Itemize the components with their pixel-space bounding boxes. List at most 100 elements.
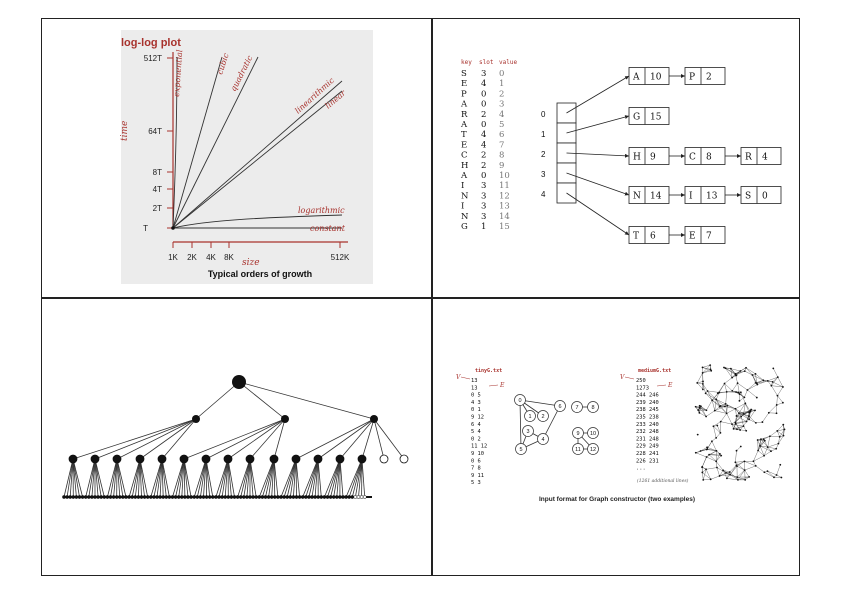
tree-panel	[41, 298, 432, 576]
tree-leaf	[183, 495, 187, 499]
hash-row-value: 5	[499, 120, 504, 130]
tree-leaf	[136, 495, 141, 499]
hash-row-slot: 0	[481, 120, 486, 130]
tree-leaf	[204, 495, 209, 499]
tree-leaf	[83, 495, 88, 499]
hash-row-value: 0	[499, 69, 504, 79]
tree-leaf	[310, 495, 314, 499]
mediumg-line: 228 241	[636, 451, 659, 457]
tree-leaf	[210, 495, 215, 499]
hash-row-value: 7	[499, 140, 504, 150]
tree-leaf	[62, 495, 66, 499]
hash-row-value: 4	[499, 110, 504, 120]
tree-node	[157, 454, 167, 464]
tree-leaf	[322, 495, 327, 499]
chain-node-value: 10	[650, 73, 662, 83]
tinyg-vertex	[554, 400, 566, 412]
mediumg-line: 229 249	[636, 444, 659, 450]
tree-leaf	[226, 495, 231, 499]
chain-node-value: 0	[762, 192, 768, 202]
tree-root	[232, 375, 246, 389]
tree-leaf	[353, 495, 358, 499]
hash-row-key: P	[461, 89, 467, 99]
chain-node-key: R	[745, 153, 752, 163]
hash-row-slot: 4	[481, 130, 486, 140]
plot-title: log-log plot	[121, 37, 181, 49]
hash-row-slot: 3	[481, 191, 486, 201]
tinyg-filename: tinyG.txt	[475, 368, 502, 374]
tree-leaf	[251, 495, 255, 499]
slot-index: 1	[541, 130, 546, 139]
mediumg-line: 1273	[636, 385, 649, 391]
tree-leaf	[241, 495, 246, 499]
hash-row-key: R	[461, 110, 468, 120]
tree-leaf	[254, 495, 259, 499]
tree-leaf	[341, 495, 345, 499]
tinyg-line: 0 5	[471, 393, 481, 399]
y-tick-512T: 512T	[144, 54, 162, 63]
tree-node	[135, 454, 145, 464]
label-exponential: exponential	[172, 49, 184, 97]
tree-leaf	[294, 495, 299, 499]
slot-index: 4	[541, 190, 546, 199]
tree-leaf	[164, 495, 169, 499]
loglog-chart: log-log plot time size 512T 64T 8T 4T 2T…	[120, 30, 373, 284]
loglog-panel: log-log plot time size 512T 64T 8T 4T 2T…	[41, 18, 432, 298]
tree-leaf	[248, 495, 252, 499]
tinyg-vertex-label: 0	[518, 398, 521, 404]
mediumg-v-label: V	[620, 374, 625, 381]
tree-leaf	[223, 495, 228, 499]
mediumg-line: 235 238	[636, 415, 659, 421]
hash-row-key: E	[461, 79, 467, 89]
tree-leaf	[356, 495, 361, 499]
curve-linear	[172, 90, 343, 229]
tree-leaf	[77, 495, 82, 499]
tree-leaf	[127, 495, 131, 499]
tree-node	[313, 454, 323, 464]
tree-leaf	[288, 495, 293, 499]
tree-leaf	[102, 495, 107, 499]
slot-pointer	[566, 192, 630, 236]
tree-leaf	[344, 495, 348, 499]
hash-row-value: 9	[499, 161, 504, 171]
tree-leaf	[220, 495, 224, 499]
tree-leaf	[152, 495, 156, 499]
tinyg-line: 0 6	[471, 458, 481, 464]
plot-caption: Typical orders of growth	[208, 269, 312, 279]
hash-row-slot: 3	[481, 212, 486, 222]
tree-leaf	[229, 495, 234, 499]
chain-node	[740, 147, 782, 165]
y-tick-64T: 64T	[148, 127, 162, 136]
tinyg-line: 5 4	[471, 429, 481, 435]
hash-row-slot: 0	[481, 89, 486, 99]
tree-node	[90, 454, 100, 464]
hash-row-key: N	[461, 212, 469, 222]
slot-pointer	[566, 152, 630, 158]
tree-leaf	[217, 495, 221, 499]
tree-leaf	[338, 495, 342, 499]
chain-node-key: H	[633, 153, 641, 163]
tinyg-vertex-label: 5	[519, 447, 522, 453]
tinyg-vertex	[587, 443, 599, 455]
tinyg-vertex-label: 11	[575, 447, 581, 453]
label-logarithmic: logarithmic	[298, 206, 345, 215]
tinyg-line: 5 3	[471, 480, 481, 486]
hash-row-slot: 4	[481, 140, 486, 150]
tinyg-vertex	[587, 427, 599, 439]
tree-leaf	[297, 495, 302, 499]
tree-leaf	[235, 495, 240, 499]
tree-leaf	[80, 495, 85, 499]
tinyg-vertex-label: 6	[558, 404, 561, 410]
tree-leaf	[90, 495, 94, 499]
tinyg-vertex	[514, 394, 526, 406]
tree-node	[335, 454, 345, 464]
tree-leaf	[68, 495, 73, 499]
slot-pointer	[566, 172, 630, 196]
hash-row-value: 3	[499, 100, 504, 110]
tree-leaf	[114, 495, 119, 499]
graph-caption: Input format for Graph constructor (two …	[539, 496, 695, 503]
tree-leaf	[158, 495, 162, 499]
tree-leaf	[232, 495, 237, 499]
